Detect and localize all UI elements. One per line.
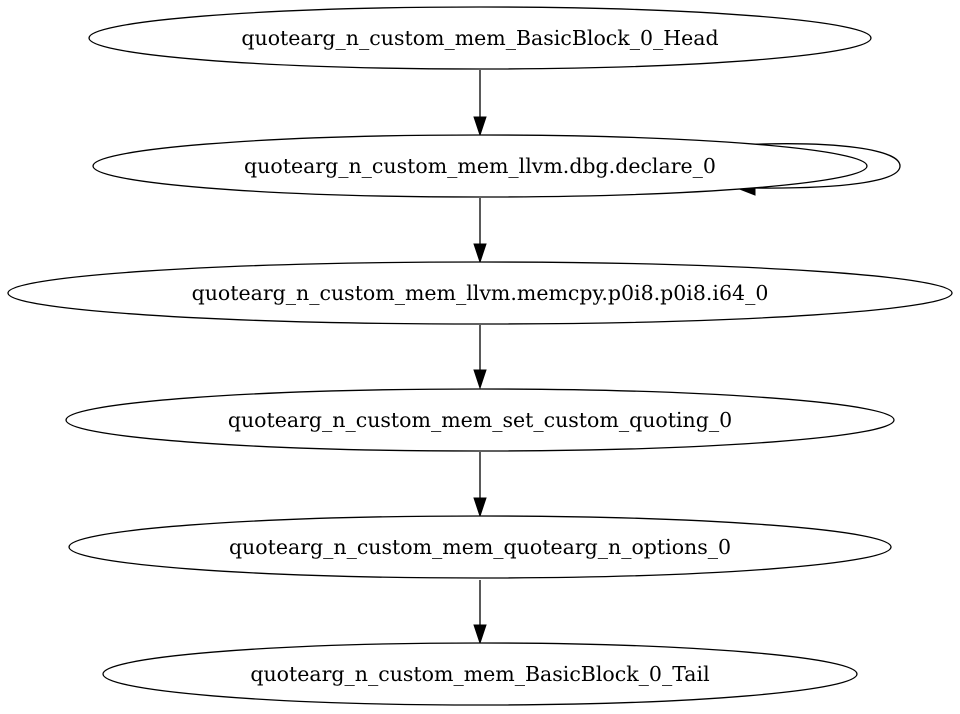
node-memcpy[interactable]: quotearg_n_custom_mem_llvm.memcpy.p0i8.p… — [7, 261, 953, 325]
node-quotearg-n-options[interactable]: quotearg_n_custom_mem_quotearg_n_options… — [68, 515, 892, 579]
node-label: quotearg_n_custom_mem_llvm.dbg.declare_0 — [244, 154, 716, 178]
node-basicblock-tail[interactable]: quotearg_n_custom_mem_BasicBlock_0_Tail — [102, 642, 858, 706]
node-label: quotearg_n_custom_mem_BasicBlock_0_Head — [241, 26, 718, 50]
edge-setquoting-to-options — [473, 452, 487, 518]
node-dbg-declare[interactable]: quotearg_n_custom_mem_llvm.dbg.declare_0 — [92, 134, 868, 198]
node-basicblock-head[interactable]: quotearg_n_custom_mem_BasicBlock_0_Head — [88, 6, 872, 70]
edge-memcpy-to-setquoting — [473, 325, 487, 390]
node-label: quotearg_n_custom_mem_quotearg_n_options… — [229, 535, 731, 559]
node-label: quotearg_n_custom_mem_llvm.memcpy.p0i8.p… — [192, 281, 769, 305]
node-set-custom-quoting[interactable]: quotearg_n_custom_mem_set_custom_quoting… — [65, 388, 895, 452]
edge-head-to-dbg — [473, 70, 487, 137]
edge-options-to-tail — [473, 580, 487, 645]
edge-dbg-to-memcpy — [473, 198, 487, 264]
node-label: quotearg_n_custom_mem_set_custom_quoting… — [228, 408, 732, 432]
node-label: quotearg_n_custom_mem_BasicBlock_0_Tail — [250, 662, 709, 686]
